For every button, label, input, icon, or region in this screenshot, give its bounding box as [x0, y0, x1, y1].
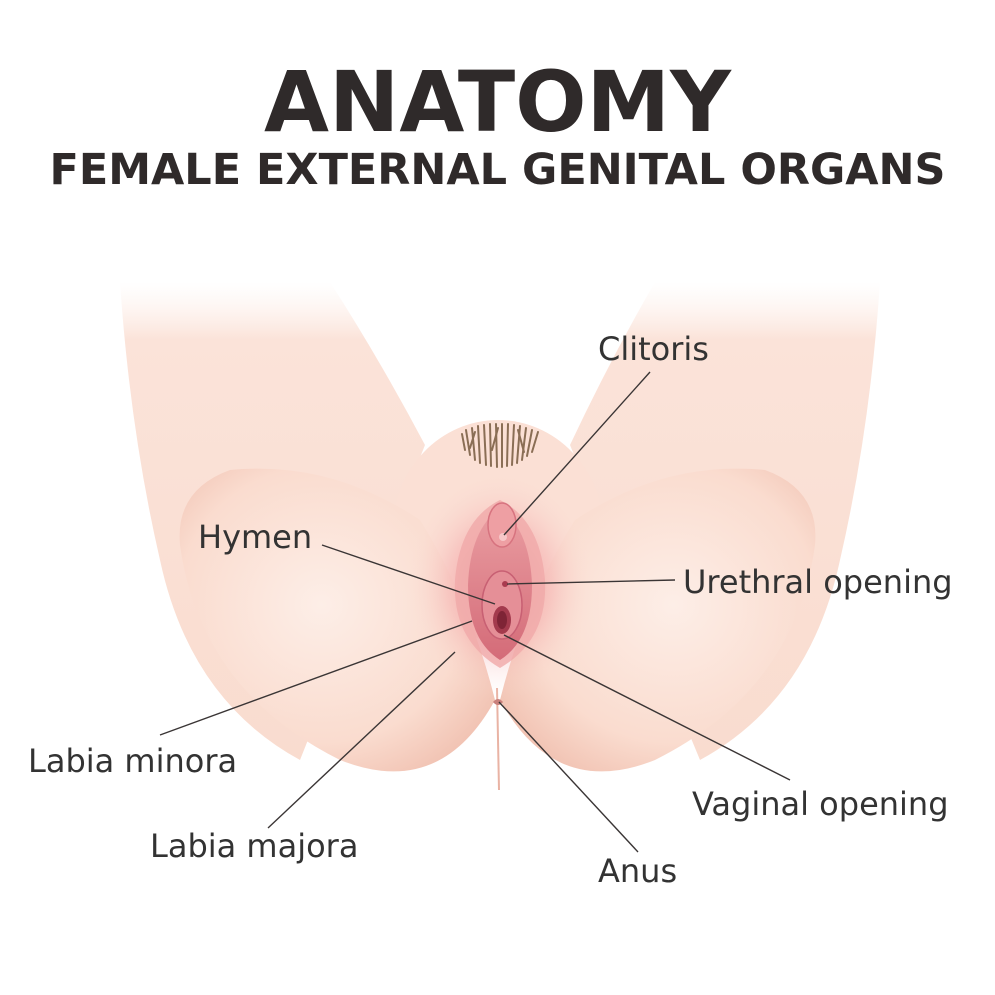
clitoral-hood — [487, 502, 517, 548]
label-vaginal-opening: Vaginal opening — [692, 785, 949, 823]
anus-leader — [498, 701, 639, 853]
label-urethral-opening: Urethral opening — [683, 563, 953, 601]
vaginal-opening-leader — [503, 634, 791, 781]
pubic-hair — [461, 423, 539, 468]
labia-minora-leader — [159, 620, 473, 736]
diagram-title: ANATOMY — [264, 53, 731, 151]
hymen-leader — [321, 544, 496, 605]
label-labia-minora: Labia minora — [28, 742, 237, 780]
label-anus: Anus — [598, 852, 677, 890]
urethral-opening-leader — [506, 579, 676, 585]
urethral-opening-mark — [502, 581, 508, 587]
label-clitoris: Clitoris — [598, 330, 709, 368]
clitoris-leader — [503, 371, 651, 536]
vestibule — [481, 570, 523, 640]
label-hymen: Hymen — [198, 518, 312, 556]
clitoris-glans — [499, 533, 507, 541]
labia-majora-leader — [267, 651, 456, 829]
label-labia-majora: Labia majora — [150, 827, 358, 865]
diagram-subtitle: FEMALE EXTERNAL GENITAL ORGANS — [49, 145, 946, 195]
